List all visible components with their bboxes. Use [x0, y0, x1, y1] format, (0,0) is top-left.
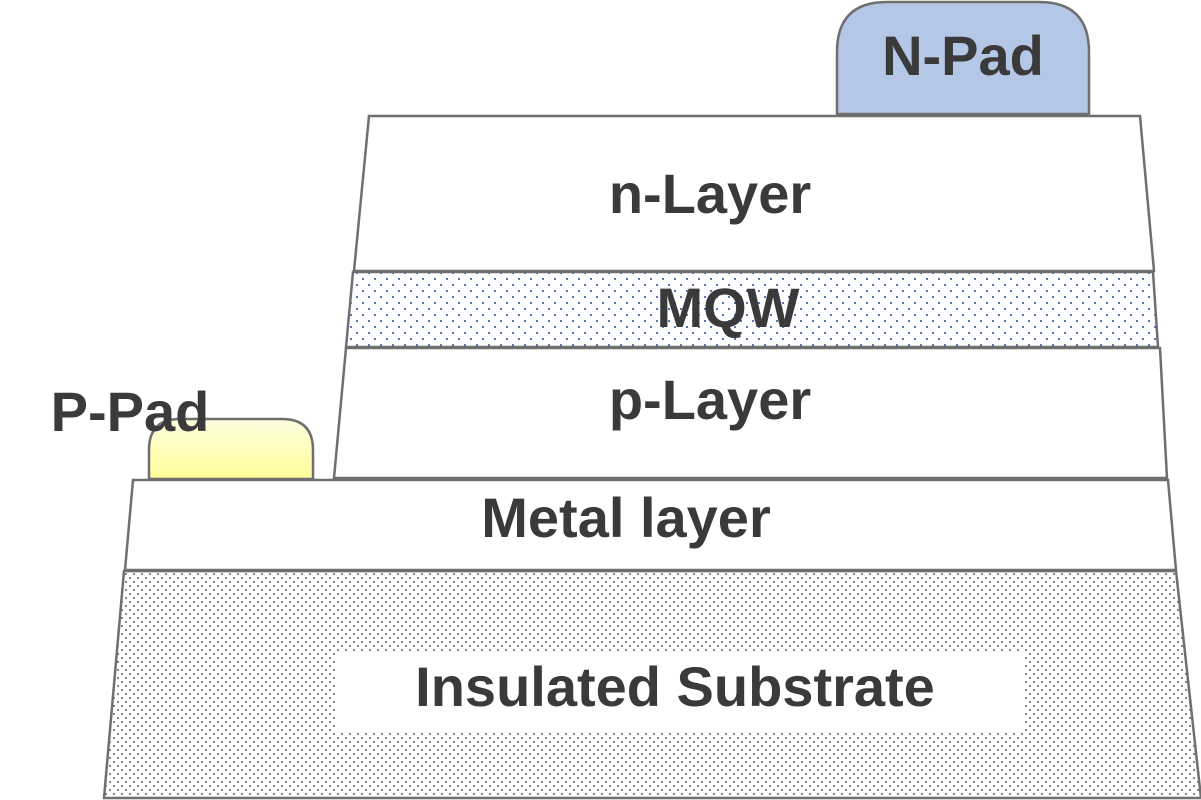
insulated-substrate-layer: Insulated Substrate [102, 569, 1201, 800]
metal-layer: Metal layer [123, 478, 1178, 572]
p-layer-label: p-Layer [609, 368, 811, 431]
n-layer-label: n-Layer [609, 162, 811, 225]
p-pad: P-Pad [51, 380, 315, 481]
mqw-layer: MQW [344, 270, 1160, 349]
metal-layer-label: Metal layer [481, 486, 771, 549]
p-layer: p-Layer [332, 346, 1169, 480]
n-pad: N-Pad [835, 0, 1091, 116]
substrate-label-background [335, 652, 1025, 732]
n-layer: n-Layer [352, 114, 1156, 273]
p-pad-label: P-Pad [51, 380, 210, 443]
substrate-label: Insulated Substrate [415, 655, 935, 718]
mqw-label: MQW [656, 276, 799, 339]
n-pad-label: N-Pad [882, 24, 1044, 87]
